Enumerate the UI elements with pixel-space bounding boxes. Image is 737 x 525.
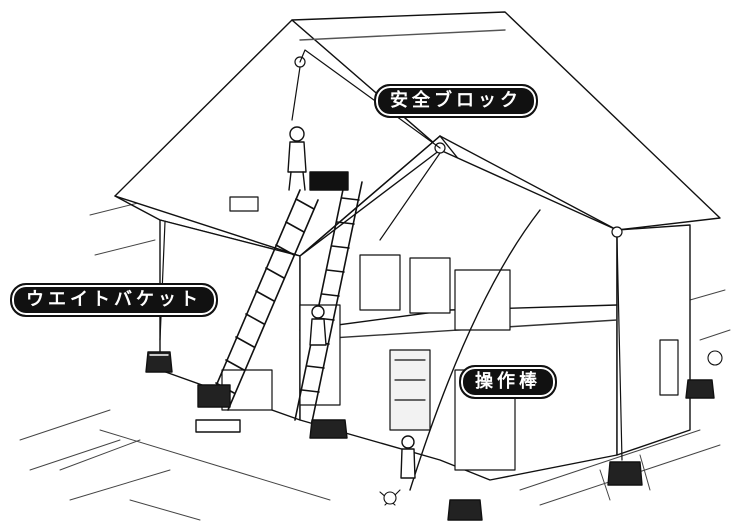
safety-block-label: 安全ブロック bbox=[374, 84, 538, 118]
weight-bucket-ground bbox=[447, 499, 483, 521]
weight-bucket-center bbox=[309, 419, 348, 439]
worker-ladder bbox=[309, 305, 327, 346]
operating-rod bbox=[409, 209, 541, 491]
ground-fittings bbox=[379, 350, 723, 506]
operating-rod-label: 操作棒 bbox=[459, 365, 557, 399]
weight-bucket-left bbox=[145, 351, 173, 373]
worker-ground bbox=[400, 435, 416, 479]
weight-bucket-right bbox=[607, 379, 715, 486]
lift-base bbox=[195, 384, 241, 433]
worker-roof bbox=[287, 126, 349, 191]
weight-bucket-label: ウエイトバケット bbox=[10, 283, 218, 317]
